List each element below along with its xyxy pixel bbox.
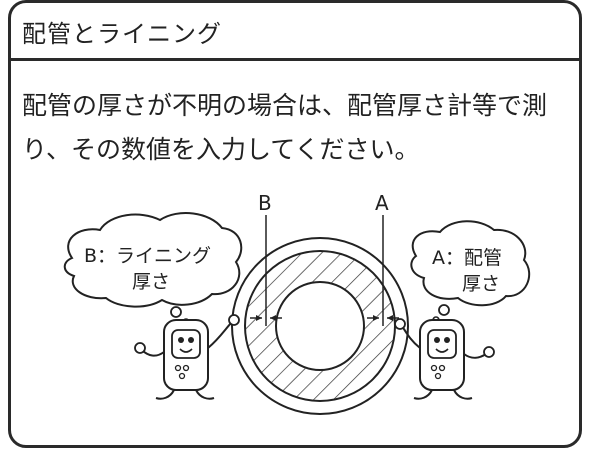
instruction-line-2: り、その数値を入力してください。 xyxy=(22,135,420,164)
mascot-right-icon xyxy=(394,318,495,400)
thickness-indicators xyxy=(250,215,399,326)
pipe-cross-section xyxy=(231,237,409,415)
bubble-right-line1: A：配管 xyxy=(432,247,502,269)
speech-bubble-left: B：ライニング 厚さ xyxy=(63,212,243,326)
header-divider xyxy=(8,58,582,61)
bubble-left-line2: 厚さ xyxy=(132,271,170,293)
pipe-bore xyxy=(275,281,365,371)
label-b: B xyxy=(258,191,272,215)
bubble-left-line1: B：ライニング xyxy=(84,245,211,267)
instruction-text: 配管の厚さが不明の場合は、配管厚さ計等で測 り、その数値を入力してください。 xyxy=(22,84,578,172)
info-panel xyxy=(8,0,582,448)
instruction-line-1: 配管の厚さが不明の場合は、配管厚さ計等で測 xyxy=(22,91,548,120)
mascot-left-icon xyxy=(134,314,240,400)
panel-title: 配管とライニング xyxy=(22,20,222,48)
speech-bubble-right: A：配管 厚さ xyxy=(410,220,531,324)
bubble-right-line2: 厚さ xyxy=(462,273,500,295)
label-a: A xyxy=(375,191,389,215)
